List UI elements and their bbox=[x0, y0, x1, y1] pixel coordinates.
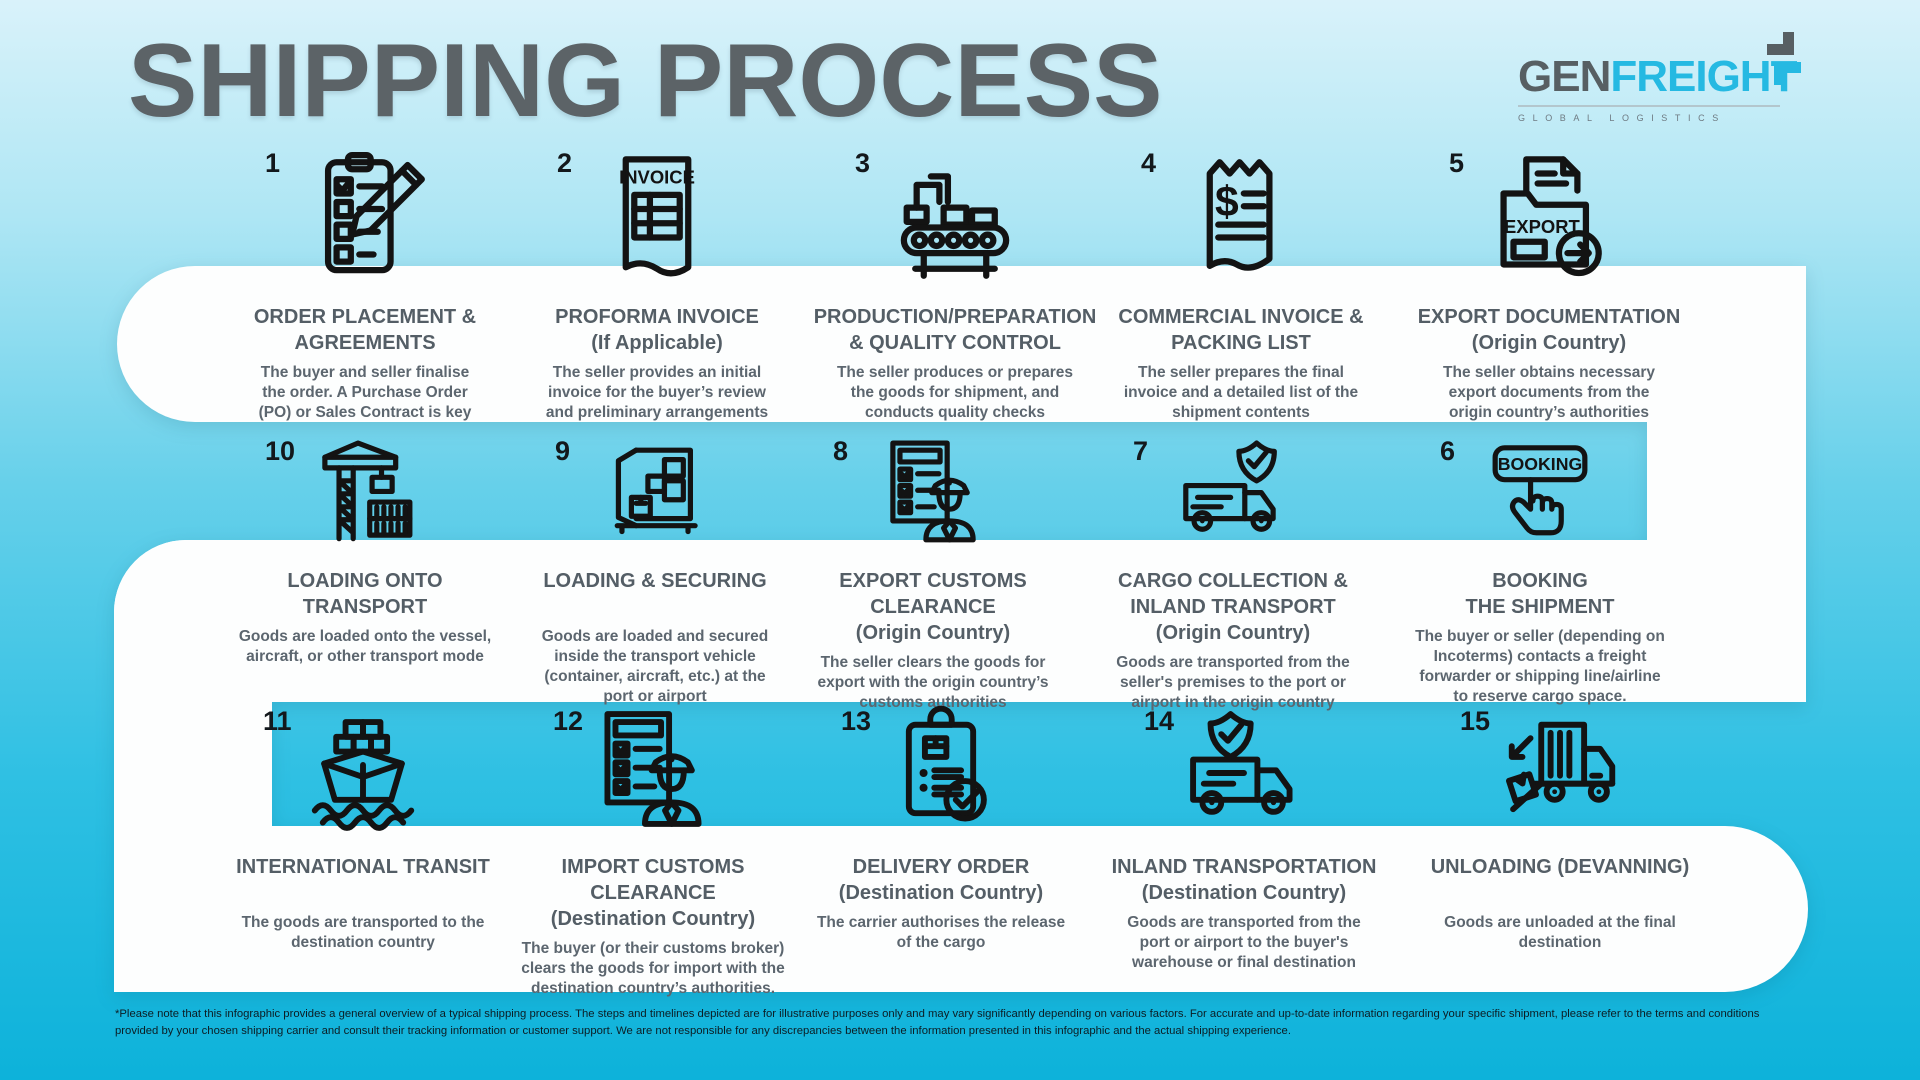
step-number: 2 bbox=[557, 148, 573, 178]
step-title: CARGO COLLECTION & INLAND TRANSPORT (Ori… bbox=[1118, 570, 1348, 644]
genfreight-logo: GENFREIGHT GLOBAL LOGISTICS bbox=[1518, 52, 1818, 123]
step-desc: The carrier authorises the release of th… bbox=[816, 914, 1066, 951]
step-number: 4 bbox=[1141, 148, 1157, 178]
logo-gen: GEN bbox=[1518, 52, 1611, 101]
step-number: 3 bbox=[855, 148, 871, 178]
customs-officer-checklist-icon bbox=[473, 706, 833, 848]
export-folder-icon: EXPORT bbox=[1369, 148, 1729, 298]
step-booking-shipment: 6 BOOKING BOOKING THE SHIPMENT The buyer… bbox=[1360, 436, 1720, 707]
container-loading-icon bbox=[475, 436, 835, 562]
step-title: DELIVERY ORDER (Destination Country) bbox=[838, 856, 1044, 904]
step-international-transit: 11 INTERNATIONAL TRANSIT The goods are t… bbox=[183, 706, 543, 953]
step-desc: Goods are loaded and secured inside the … bbox=[541, 628, 769, 705]
white-band-row1 bbox=[117, 266, 1806, 422]
step-title: EXPORT CUSTOMS CLEARANCE (Origin Country… bbox=[839, 570, 1027, 644]
step-title: COMMERCIAL INVOICE & PACKING LIST bbox=[1118, 306, 1364, 354]
white-band-row2 bbox=[114, 540, 1806, 702]
svg-text:EXPORT: EXPORT bbox=[1504, 216, 1581, 237]
cargo-ship-icon bbox=[183, 706, 543, 848]
step-inland-transportation: 14 INLAND TRANSPORTATION (Destination Co… bbox=[1064, 706, 1424, 973]
step-number: 11 bbox=[263, 706, 292, 736]
step-desc: The seller obtains necessary export docu… bbox=[1443, 364, 1655, 421]
step-delivery-order: 13 DELIVERY ORDER (Destination Country) … bbox=[761, 706, 1121, 953]
step-desc: Goods are transported from the seller's … bbox=[1116, 654, 1350, 711]
step-proforma-invoice: 2 INVOICE PROFORMA INVOICE (If Applicabl… bbox=[477, 148, 837, 423]
step-title: INLAND TRANSPORTATION (Destination Count… bbox=[1111, 856, 1377, 904]
disclaimer-text: *Please note that this infographic provi… bbox=[115, 1008, 1760, 1037]
step-number: 13 bbox=[841, 706, 872, 736]
step-title: INTERNATIONAL TRANSIT bbox=[236, 856, 490, 878]
unloading-truck-icon bbox=[1380, 706, 1740, 848]
step-desc: The buyer (or their customs broker) clea… bbox=[521, 940, 785, 997]
booking-button-hand-icon: BOOKING bbox=[1360, 436, 1720, 562]
logo-corner-brackets-icon bbox=[1767, 32, 1801, 85]
logo-wordmark: GENFREIGHT bbox=[1518, 52, 1818, 102]
step-number: 14 bbox=[1144, 706, 1175, 736]
step-number: 1 bbox=[265, 148, 281, 178]
logo-tagline: GLOBAL LOGISTICS bbox=[1518, 113, 1726, 123]
step-unloading-devanning: 15 UNLOADING (DEVANNING) Goods are unloa… bbox=[1380, 706, 1740, 953]
step-import-customs-clearance: 12 IMPORT CUSTOMS CLEARANCE (Destination… bbox=[473, 706, 833, 999]
step-number: 6 bbox=[1440, 436, 1456, 466]
step-number: 10 bbox=[265, 436, 296, 466]
step-desc: The seller provides an initial invoice f… bbox=[545, 364, 769, 421]
step-number: 7 bbox=[1133, 436, 1149, 466]
step-desc: The seller clears the goods for export w… bbox=[817, 654, 1049, 711]
step-number: 15 bbox=[1460, 706, 1491, 736]
svg-text:BOOKING: BOOKING bbox=[1498, 454, 1583, 474]
step-title: PRODUCTION/PREPARATION & QUALITY CONTROL bbox=[813, 306, 1097, 354]
step-desc: The buyer or seller (depending on Incote… bbox=[1415, 628, 1665, 705]
step-production-quality: 3 PRODUCTION/PREPARATION & QUALITY CONTR… bbox=[775, 148, 1135, 423]
step-desc: The seller prepares the final invoice an… bbox=[1123, 364, 1359, 421]
step-title: ORDER PLACEMENT & AGREEMENTS bbox=[253, 306, 477, 354]
step-desc: Goods are transported from the port or a… bbox=[1127, 914, 1361, 971]
step-title: EXPORT DOCUMENTATION (Origin Country) bbox=[1417, 306, 1681, 354]
production-line-icon bbox=[775, 148, 1135, 298]
step-loading-securing: 9 LOADING & SECURING Goods are loaded an… bbox=[475, 436, 835, 707]
truck-shield-icon bbox=[1064, 706, 1424, 848]
step-loading-onto-transport: 10 LOADING ONTO TRANSPORT Goods are load… bbox=[185, 436, 545, 667]
step-desc: The buyer and seller finalise the order.… bbox=[258, 364, 472, 421]
step-commercial-invoice: 4 $ COMMERCIAL INVOICE & PACKING LIST Th… bbox=[1061, 148, 1421, 423]
receipt-dollar-icon: $ bbox=[1061, 148, 1421, 298]
step-title: PROFORMA INVOICE (If Applicable) bbox=[555, 306, 759, 354]
step-title: LOADING ONTO TRANSPORT bbox=[287, 570, 443, 618]
step-title: BOOKING THE SHIPMENT bbox=[1465, 570, 1615, 618]
step-title: LOADING & SECURING bbox=[543, 570, 767, 592]
harbor-crane-icon bbox=[185, 436, 545, 562]
step-desc: Goods are loaded onto the vessel, aircra… bbox=[238, 628, 492, 665]
svg-text:INVOICE: INVOICE bbox=[619, 167, 695, 188]
step-number: 9 bbox=[555, 436, 571, 466]
logo-divider bbox=[1518, 105, 1780, 107]
step-order-placement: 1 ORDER PLACEMENT & AGREEMENTS The buyer… bbox=[185, 148, 545, 423]
logo-freight: FREIGHT bbox=[1610, 52, 1797, 101]
clipboard-pencil-icon bbox=[185, 148, 545, 298]
white-band-row3 bbox=[114, 826, 1808, 992]
step-desc: Goods are unloaded at the final destinat… bbox=[1444, 914, 1676, 951]
step-number: 12 bbox=[553, 706, 584, 736]
cargo-truck-shield-icon bbox=[1053, 436, 1413, 562]
step-number: 5 bbox=[1449, 148, 1465, 178]
page-title: SHIPPING PROCESS bbox=[128, 23, 1163, 139]
step-title: UNLOADING (DEVANNING) bbox=[1430, 856, 1690, 878]
invoice-document-icon: INVOICE bbox=[477, 148, 837, 298]
step-cargo-collection: 7 CARGO COLLECTION & INLAND TRANSPORT (O… bbox=[1053, 436, 1413, 713]
step-title: IMPORT CUSTOMS CLEARANCE (Destination Co… bbox=[550, 856, 756, 930]
step-desc: The goods are transported to the destina… bbox=[241, 914, 485, 951]
step-export-customs-clearance: 8 EXPORT CUSTOMS CLEARANCE (Origin Count… bbox=[753, 436, 1113, 713]
delivery-order-clipboard-icon bbox=[761, 706, 1121, 848]
step-export-documentation: 5 EXPORT EXPORT DOCUMENTATION (Origin Co… bbox=[1369, 148, 1729, 423]
step-number: 8 bbox=[833, 436, 849, 466]
step-desc: The seller produces or prepares the good… bbox=[836, 364, 1074, 421]
customs-officer-checklist-icon bbox=[753, 436, 1113, 562]
svg-text:$: $ bbox=[1215, 178, 1239, 226]
